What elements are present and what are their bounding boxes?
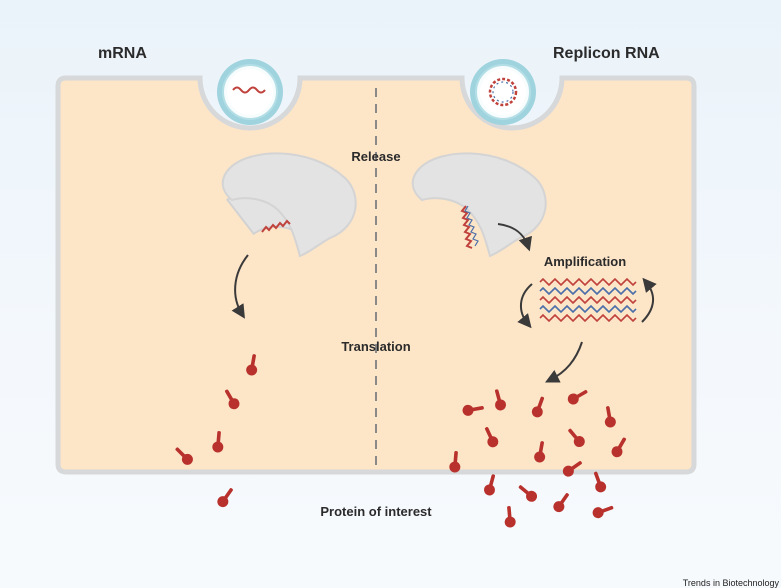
label-protein-of-interest: Protein of interest: [320, 504, 432, 519]
curved-arrow-icon: [517, 283, 533, 329]
rna-strand-icon: [232, 86, 266, 94]
protein-icon: [592, 505, 614, 519]
rna-strand-icon: [488, 77, 518, 107]
rna-strand-icon: [539, 286, 637, 296]
rna-strand-icon: [539, 295, 637, 305]
rna-strand-icon: [539, 304, 637, 314]
protein-icon: [567, 389, 588, 405]
amplified-rna-group: [539, 277, 637, 323]
curved-arrow-icon: [231, 254, 249, 319]
protein-icon: [531, 396, 545, 418]
protein-icon: [484, 427, 499, 448]
protein-icon: [175, 447, 193, 465]
protein-icon: [611, 437, 627, 458]
endosome-icon: [411, 152, 547, 258]
label-replicon-rna: Replicon RNA: [553, 45, 660, 62]
label-release: Release: [351, 149, 400, 164]
protein-group: [175, 354, 627, 528]
protein-icon: [483, 474, 496, 496]
protein-icon: [246, 354, 258, 376]
protein-icon: [568, 428, 585, 448]
cell-membrane: [55, 75, 697, 475]
protein-icon: [534, 441, 546, 463]
protein-icon: [562, 461, 582, 477]
endosome-icon: [221, 152, 357, 258]
protein-icon: [224, 389, 240, 410]
protein-icon: [462, 404, 484, 416]
protein-icon: [553, 493, 569, 513]
vesicle-icon: [470, 59, 536, 125]
curved-arrow-icon: [497, 223, 532, 252]
protein-icon: [604, 406, 616, 428]
label-translation: Translation: [341, 339, 410, 354]
protein-icon: [212, 431, 224, 453]
protein-icon: [504, 506, 516, 528]
rna-strand-icon: [539, 277, 637, 287]
vesicle-icon: [217, 59, 283, 125]
rna-strand-icon: [539, 313, 637, 323]
curved-arrow-icon: [641, 277, 657, 323]
label-amplification: Amplification: [544, 254, 626, 269]
rna-strand-icon: [460, 205, 473, 249]
protein-icon: [518, 485, 538, 502]
protein-icon: [217, 488, 233, 508]
journal-credit: Trends in Biotechnology: [683, 578, 780, 588]
protein-icon: [449, 451, 461, 473]
rna-strand-icon: [261, 219, 291, 233]
protein-icon: [494, 389, 507, 411]
label-mrna: mRNA: [98, 45, 147, 62]
protein-icon: [593, 471, 607, 493]
curved-arrow-icon: [544, 341, 583, 383]
